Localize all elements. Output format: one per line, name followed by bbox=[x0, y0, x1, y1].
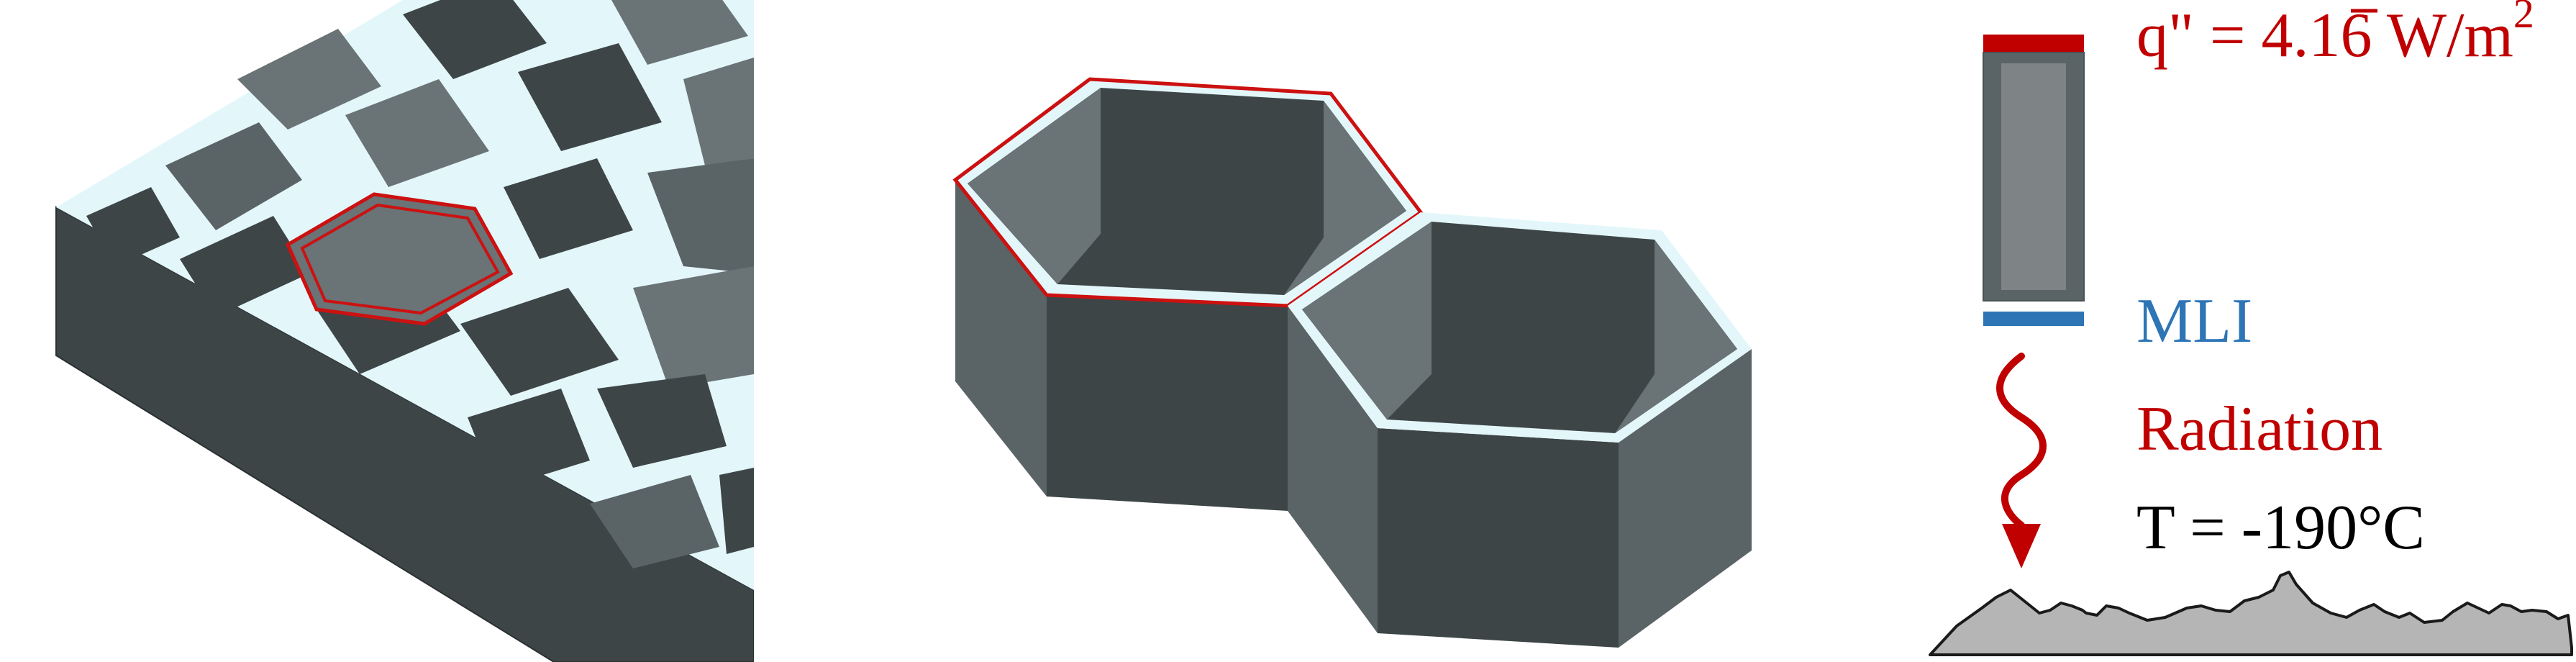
honeycomb-cell bbox=[460, 288, 619, 396]
honeycomb-cell bbox=[597, 374, 727, 468]
right-cell-wall-front bbox=[1288, 306, 1378, 633]
honeycomb-cell bbox=[590, 475, 719, 568]
radiation-label: Radiation bbox=[2136, 394, 2382, 464]
heat-flux-exponent: 2 bbox=[2513, 0, 2534, 37]
honeycomb-cell bbox=[180, 216, 309, 317]
honeycomb-cell bbox=[165, 122, 302, 230]
honeycomb-cell bbox=[86, 187, 180, 266]
left-cell-wall-right bbox=[1047, 295, 1288, 511]
honeycomb-sheet-panel bbox=[55, 0, 754, 662]
right-cell-interior-side-right bbox=[1615, 240, 1737, 433]
wavy-radiation-arrow-icon bbox=[1996, 353, 2047, 568]
honeycomb-cell bbox=[647, 158, 754, 273]
highlighted-cell-fill bbox=[288, 194, 511, 324]
mli-label: MLI bbox=[2136, 286, 2252, 356]
honeycomb-cell bbox=[468, 389, 590, 489]
mli-bar bbox=[1983, 312, 2084, 326]
highlighted-cell-outline bbox=[285, 192, 514, 326]
honeycomb-cell bbox=[237, 29, 381, 130]
temperature-label: T = -190°C bbox=[2136, 493, 2425, 563]
heat-flux-label: q" = 4.16 W/m2 bbox=[2136, 0, 2534, 71]
honeycomb-cell bbox=[719, 468, 754, 554]
honeycomb-block-inner bbox=[2001, 63, 2066, 290]
honeycomb-cell bbox=[345, 79, 489, 187]
right-cell-interior-side bbox=[1302, 222, 1432, 420]
right-cell-wall-right bbox=[1378, 428, 1619, 648]
ground-terrain-icon bbox=[1929, 571, 2573, 656]
honeycomb-cell bbox=[518, 43, 662, 151]
left-cell-interior-side-right bbox=[1284, 101, 1406, 295]
honeycomb-cell bbox=[633, 266, 754, 389]
heat-transfer-panel: q" = 4.16 W/m2 MLI Radiation T = -190°C bbox=[1929, 0, 2573, 656]
two-cell-panel bbox=[952, 77, 1752, 648]
right-cell-wall-side bbox=[1619, 349, 1752, 648]
honeycomb-cells bbox=[86, 0, 754, 568]
highlighted-cell-inner-outline bbox=[300, 203, 500, 315]
left-cell-wall-front bbox=[955, 180, 1047, 496]
honeycomb-cell bbox=[683, 58, 754, 166]
honeycomb-cell bbox=[504, 158, 633, 259]
heat-flux-bar bbox=[1983, 35, 2084, 53]
left-cell-interior-side bbox=[968, 88, 1101, 284]
honeycomb-cell bbox=[611, 0, 748, 65]
honeycomb-cell bbox=[403, 0, 547, 79]
